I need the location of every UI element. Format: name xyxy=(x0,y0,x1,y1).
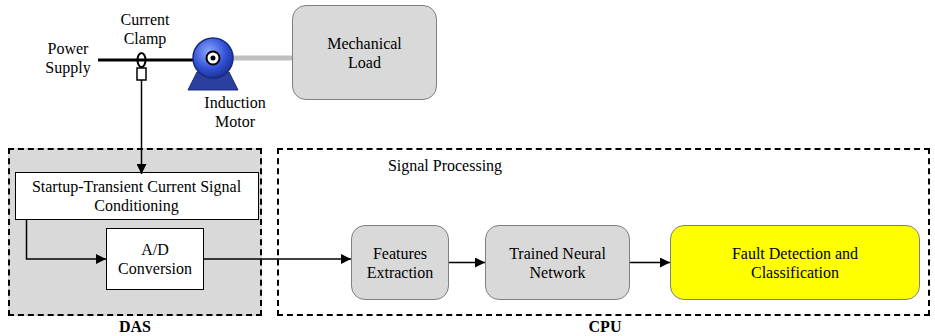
clamp-body xyxy=(137,68,146,80)
supply-wire xyxy=(98,59,198,62)
sensor-label: Current Clamp xyxy=(114,10,176,48)
box-label: Trained Neural Network xyxy=(500,244,615,282)
cpu-group: Signal ProcessingCPUFeatures ExtractionT… xyxy=(277,148,930,316)
load-box: Mechanical Load xyxy=(292,5,437,100)
process-box: Startup-Transient Current Signal Conditi… xyxy=(15,172,259,220)
box-label: Startup-Transient Current Signal Conditi… xyxy=(22,177,252,215)
clamp-jaw xyxy=(138,53,146,67)
motor-hub xyxy=(211,56,216,61)
result-box: Fault Detection and Classification xyxy=(670,225,920,300)
signal-arrow xyxy=(449,262,485,264)
box-label: Mechanical Load xyxy=(315,34,415,72)
signal-arrow xyxy=(630,262,670,264)
motor-body xyxy=(193,38,233,78)
signal-arrow xyxy=(204,258,351,260)
motor-shaft xyxy=(230,56,292,61)
process-box: A/D Conversion xyxy=(106,228,204,290)
sense-lead xyxy=(141,80,143,174)
process-box: Features Extraction xyxy=(351,225,449,300)
motor-ring xyxy=(207,52,220,65)
das-group: DASStartup-Transient Current Signal Cond… xyxy=(8,148,262,316)
group-heading: DAS xyxy=(119,317,151,336)
signal-arrow xyxy=(27,220,107,259)
motor-label: Induction Motor xyxy=(196,93,274,131)
process-box: Trained Neural Network xyxy=(485,225,630,300)
source-label: Power Supply xyxy=(41,39,95,77)
box-label: Features Extraction xyxy=(358,244,442,282)
box-label: A/D Conversion xyxy=(113,240,197,278)
label-layer: Power SupplyCurrent ClampInduction Motor xyxy=(0,0,78,114)
group-title: Signal Processing xyxy=(388,156,502,175)
group-heading: CPU xyxy=(589,317,622,336)
box-label: Fault Detection and Classification xyxy=(720,244,870,282)
